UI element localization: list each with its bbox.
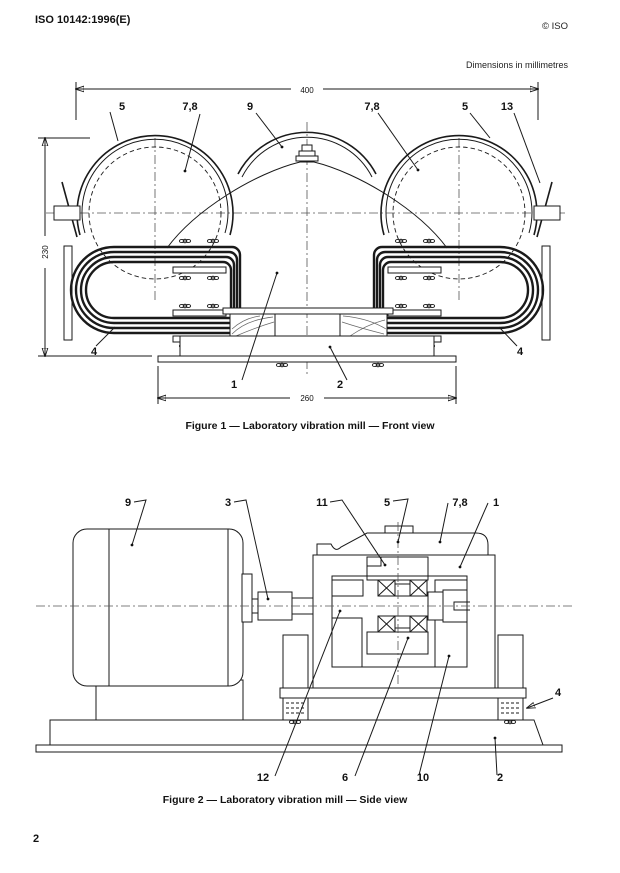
fig1-leaf-spring-right [372,245,545,335]
callout-1: 1 [231,379,237,391]
fig1-callouts: 5 7,8 9 7,8 5 13 4 4 1 2 [91,101,541,391]
callout-11: 11 [316,497,328,509]
iso-copyright-mark: © ISO [541,21,568,32]
fig1-clamp-lever-right [533,181,561,238]
callout-78-left: 7,8 [182,101,197,113]
fig1-hood [166,144,448,249]
fig1-leaf-spring-left [69,245,242,335]
callout-9: 9 [125,497,131,509]
figure2-caption: Figure 2 — Laboratory vibration mill — S… [162,794,408,806]
callout-2: 2 [337,379,343,391]
callout-9: 9 [247,101,253,113]
figure1-caption: Figure 1 — Laboratory vibration mill — F… [185,420,435,432]
fig2-motor [72,528,259,721]
figure2-drawing: 9 3 11 5 7,8 1 4 12 6 10 2 [35,497,575,784]
callout-4-right: 4 [517,346,524,358]
fig1-left-tube [76,134,234,280]
fig1-dim-overall-height: 230 [38,138,152,356]
callout-10: 10 [417,772,429,784]
dim-400: 400 [300,86,314,95]
callout-78-right: 7,8 [364,101,379,113]
fig2-housing [279,554,527,699]
callout-3: 3 [225,497,231,509]
callout-2: 2 [497,772,503,784]
fig1-dim-base-width: 260 [158,366,456,404]
fig2-callouts: 9 3 11 5 7,8 1 4 12 6 10 2 [125,497,562,784]
fig2-housing-cover [316,525,489,556]
fig1-centerlines [46,122,568,375]
callout-4-left: 4 [91,346,98,358]
callout-6: 6 [342,772,348,784]
callout-78: 7,8 [452,497,467,509]
dim-230: 230 [41,245,50,259]
page-number: 2 [33,833,40,845]
fig1-base-assembly [157,307,457,368]
fig2-support-columns [282,634,524,725]
fig2-base [35,719,563,753]
fig1-clamps-left [172,238,227,349]
dimensions-note: Dimensions in millimetres [465,60,568,70]
callout-1: 1 [493,497,499,509]
callout-5: 5 [384,497,390,509]
fig1-clamp-lever-left [53,181,81,238]
fig1-clamps-right [387,238,442,349]
callout-4: 4 [555,687,562,699]
doc-number: ISO 10142:1996(E) [35,14,131,26]
callout-5-left: 5 [119,101,125,113]
dim-260: 260 [300,394,314,403]
callout-12: 12 [257,772,269,784]
callout-13: 13 [501,101,513,113]
callout-5-right: 5 [462,101,468,113]
fig1-dim-overall-width: 400 [76,82,538,120]
fig2-centerlines [36,522,575,684]
fig1-right-tube [380,134,538,280]
fig1-middle-tube [237,131,377,178]
fig2-rolling-bearings [377,579,428,633]
figure1-drawing: 400 230 260 5 7,8 9 7,8 [38,82,568,404]
